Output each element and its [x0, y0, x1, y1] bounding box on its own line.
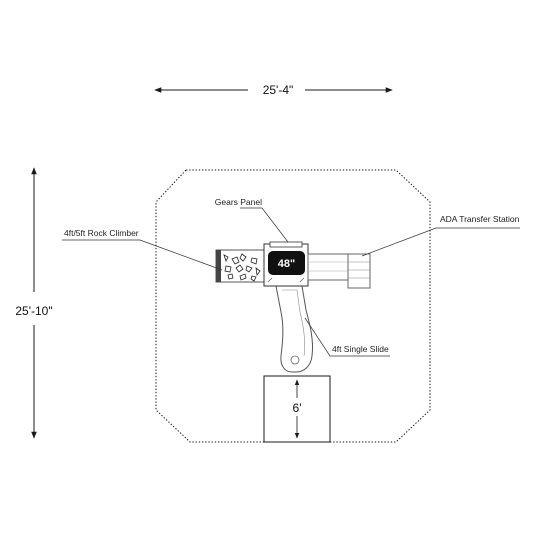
width-dimension-label: 25'-4"	[263, 83, 294, 97]
transfer-steps	[347, 253, 371, 289]
rock-climber-leader	[62, 239, 223, 271]
slide-bed	[275, 285, 313, 373]
deck-hatch-2	[299, 277, 305, 283]
rock-climber-callout: 4ft/5ft Rock Climber	[64, 228, 139, 238]
gears-panel-mark	[269, 241, 303, 248]
deck-height-label: 48"	[278, 258, 295, 270]
slide-exit-bump	[290, 355, 300, 365]
slide-pad-label: 6'	[293, 401, 302, 415]
slide-inner-edge	[282, 289, 306, 357]
rock-climber	[215, 249, 267, 283]
main-deck: 48"	[263, 241, 309, 287]
gears-panel-callout: Gears Panel	[215, 197, 262, 207]
rock-holds-pattern	[223, 253, 261, 282]
single-slide-callout: 4ft Single Slide	[332, 344, 389, 354]
single-slide-leader	[304, 317, 390, 357]
rock-climber-edge	[216, 250, 221, 282]
depth-dimension: 25'-10"	[15, 167, 53, 439]
single-slide	[275, 285, 313, 373]
gears-panel-leader	[240, 207, 289, 243]
deck-hatch-1	[267, 277, 273, 283]
callout-leaders	[62, 207, 520, 357]
ada-transfer-leader	[361, 227, 520, 257]
depth-dimension-label: 25'-10"	[15, 304, 52, 318]
ada-transfer-callout: ADA Transfer Station	[440, 214, 520, 224]
width-dimension: 25'-4"	[154, 83, 393, 97]
slide-exit-zone: 6'	[263, 375, 331, 443]
ada-transfer-station	[307, 253, 371, 289]
deck-platform	[268, 251, 305, 275]
transfer-platform	[307, 253, 349, 281]
use-zone-outline	[155, 169, 431, 443]
